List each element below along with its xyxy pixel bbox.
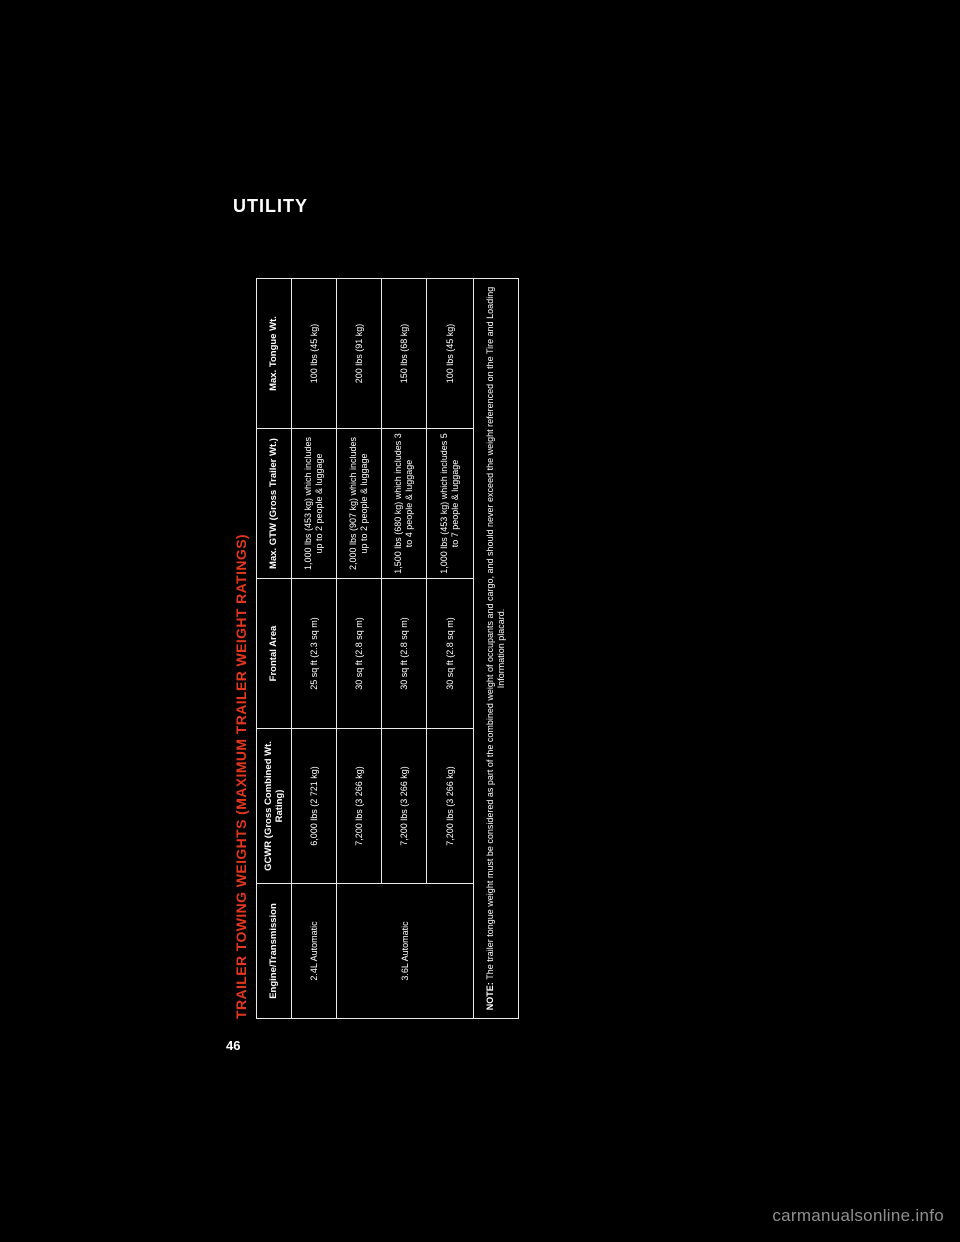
table-note-row: NOTE: The trailer tongue weight must be …: [473, 278, 519, 1019]
table-header-row: Engine/Transmission GCWR (Gross Combined…: [256, 278, 292, 1019]
cell-frontal-area: 25 sq ft (2.3 sq m): [291, 578, 337, 729]
page-number: 46: [226, 1038, 241, 1053]
table-row: 3.6L Automatic 7,200 lbs (3 266 kg) 30 s…: [336, 278, 474, 1019]
cell-max-tongue: 100 lbs (45 kg): [426, 278, 474, 429]
cell-max-gtw: 1,500 lbs (680 kg) which includes 3 to 4…: [381, 428, 427, 579]
cell-max-gtw: 2,000 lbs (907 kg) which includes up to …: [336, 428, 382, 579]
cell-frontal-area: 30 sq ft (2.8 sq m): [381, 578, 427, 729]
column-header-gcwr: GCWR (Gross Combined Wt. Rating): [256, 728, 292, 884]
cell-gcwr: 6,000 lbs (2 721 kg): [291, 728, 337, 884]
cell-frontal-area: 30 sq ft (2.8 sq m): [336, 578, 382, 729]
cell-engine-merged: 3.6L Automatic: [336, 883, 474, 1019]
cell-max-gtw: 1,000 lbs (453 kg) which includes 5 to 7…: [426, 428, 474, 579]
rotated-table-region: TRAILER TOWING WEIGHTS (MAXIMUM TRAILER …: [233, 274, 525, 1019]
section-header: UTILITY: [233, 196, 308, 216]
cell-gcwr: 7,200 lbs (3 266 kg): [426, 728, 474, 884]
trailer-towing-table: Engine/Transmission GCWR (Gross Combined…: [256, 278, 519, 1019]
cell-max-tongue: 100 lbs (45 kg): [291, 278, 337, 429]
column-header-engine: Engine/Transmission: [256, 883, 292, 1019]
column-header-frontal-area: Frontal Area: [256, 578, 292, 729]
cell-gcwr: 7,200 lbs (3 266 kg): [336, 728, 382, 884]
table-title: TRAILER TOWING WEIGHTS (MAXIMUM TRAILER …: [233, 534, 249, 1019]
rotated-table-content: TRAILER TOWING WEIGHTS (MAXIMUM TRAILER …: [233, 274, 525, 1019]
note-text: The trailer tongue weight must be consid…: [485, 286, 506, 980]
watermark: carmanualsonline.info: [772, 1206, 944, 1225]
note-cell: NOTE: The trailer tongue weight must be …: [473, 278, 519, 1019]
table-row: 2.4L Automatic 6,000 lbs (2 721 kg) 25 s…: [291, 278, 337, 1019]
column-header-max-tongue: Max. Tongue Wt.: [256, 278, 292, 429]
cell-frontal-area: 30 sq ft (2.8 sq m): [426, 578, 474, 729]
cell-max-tongue: 200 lbs (91 kg): [336, 278, 382, 429]
cell-gcwr: 7,200 lbs (3 266 kg): [381, 728, 427, 884]
column-header-max-gtw: Max. GTW (Gross Trailer Wt.): [256, 428, 292, 579]
cell-engine: 2.4L Automatic: [291, 883, 337, 1019]
note-label: NOTE:: [485, 979, 496, 1011]
cell-max-tongue: 150 lbs (68 kg): [381, 278, 427, 429]
cell-max-gtw: 1,000 lbs (453 kg) which includes up to …: [291, 428, 337, 579]
